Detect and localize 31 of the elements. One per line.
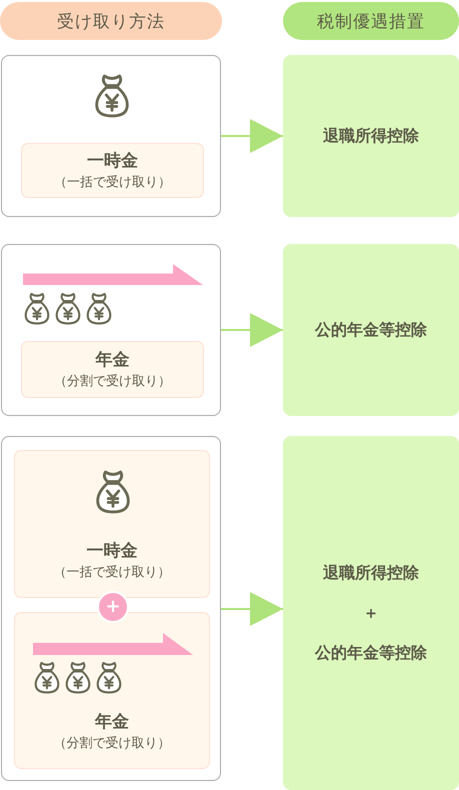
method-name: 年金	[95, 711, 129, 734]
label-box	[21, 341, 204, 398]
heading-pill	[283, 2, 459, 40]
panel	[14, 612, 210, 769]
deduction-box	[283, 55, 459, 217]
arrow	[221, 592, 283, 626]
deduction-name: 公的年金等控除	[315, 642, 427, 664]
method-name: 一時金	[87, 150, 138, 172]
plus-sign: +	[105, 597, 121, 617]
plus-sign: ＋	[363, 602, 379, 624]
method-note: （一括で受け取り）	[54, 174, 171, 192]
heading-pill	[0, 2, 222, 40]
deduction-box	[283, 244, 459, 416]
method-name: 年金	[96, 348, 130, 372]
heading: 税制優遇措置	[317, 10, 425, 32]
method-note: （一括で受け取り）	[54, 564, 170, 582]
arrow	[221, 119, 283, 153]
deduction-name: 退職所得控除	[323, 125, 419, 147]
deduction-box	[283, 436, 459, 790]
heading: 受け取り方法	[57, 10, 165, 32]
method-note: （分割で受け取り）	[54, 735, 170, 753]
arrow	[221, 313, 283, 347]
card	[1, 244, 221, 416]
deduction-name: 公的年金等控除	[315, 319, 427, 341]
deduction-name: 退職所得控除	[323, 562, 419, 584]
method-note: （分割で受け取り）	[54, 372, 171, 390]
label-box	[21, 143, 204, 198]
method-name: 一時金	[86, 540, 138, 563]
panel	[14, 450, 210, 598]
card	[1, 55, 221, 217]
card	[1, 436, 221, 781]
